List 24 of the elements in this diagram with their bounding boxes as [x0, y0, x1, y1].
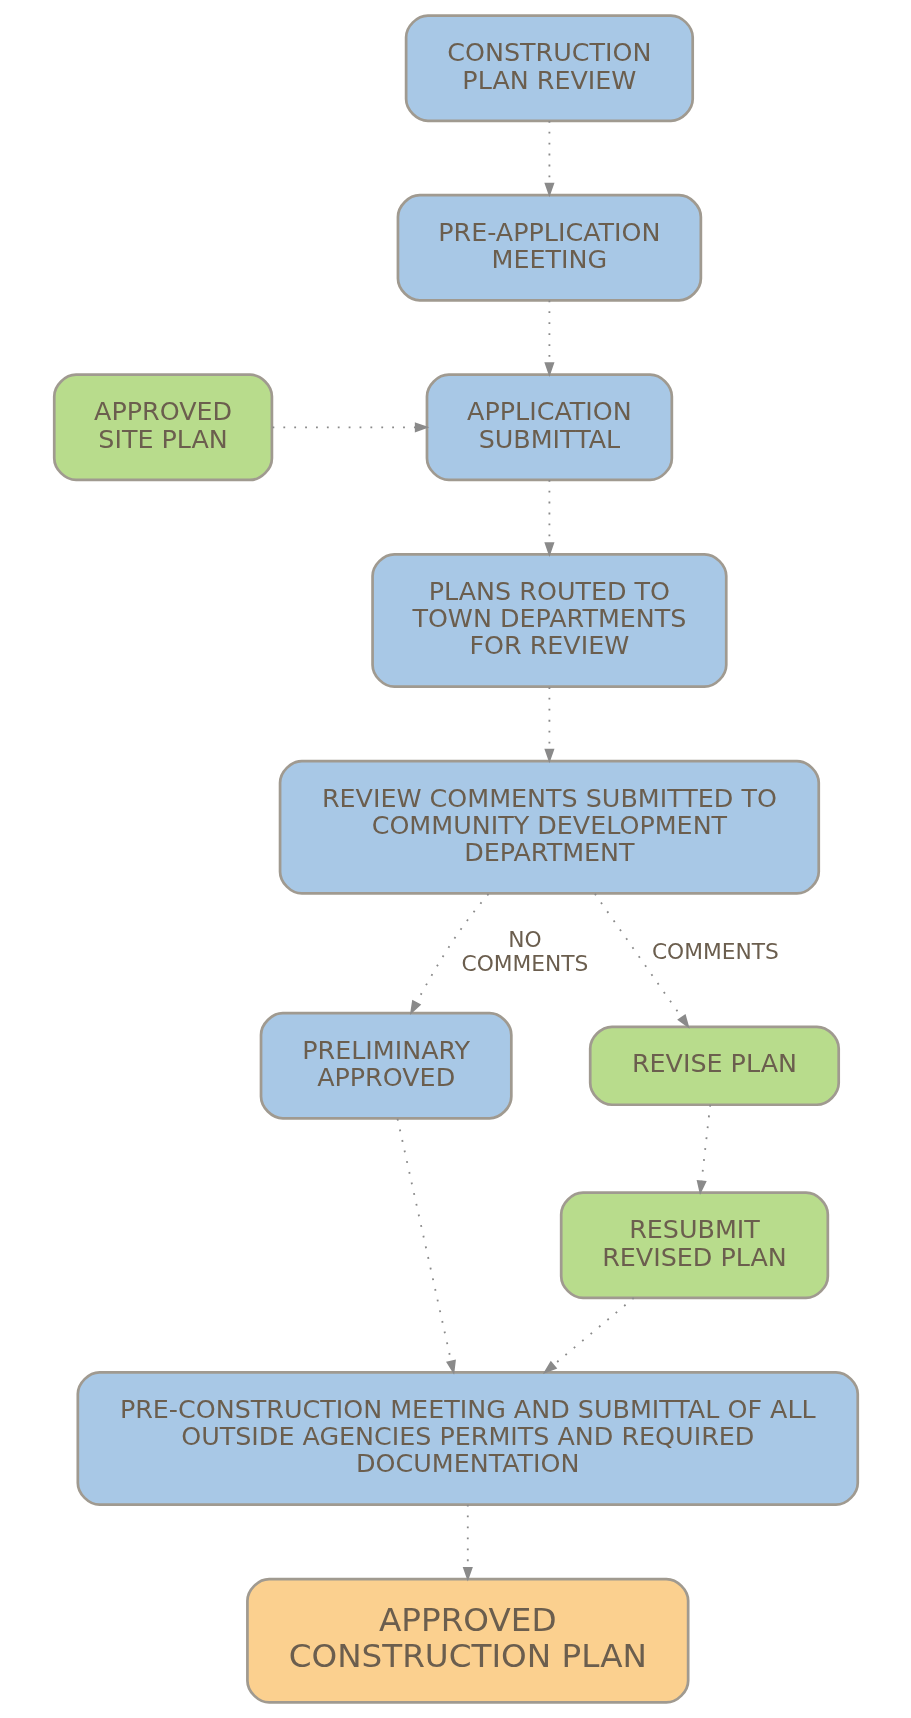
- node-box: APPROVED CONSTRUCTION PLAN: [245, 1577, 689, 1704]
- arrow: [409, 893, 489, 1016]
- node-box: REVISE PLAN: [588, 1025, 840, 1107]
- edge-label: NO COMMENTS: [460, 927, 588, 976]
- arrow: [542, 1297, 635, 1374]
- arrow: [396, 1118, 456, 1375]
- node-box: APPROVED SITE PLAN: [52, 373, 273, 482]
- arrow: [696, 1104, 711, 1195]
- node-box: APPLICATION SUBMITTAL: [425, 373, 673, 482]
- node-box: REVIEW COMMENTS SUBMITTED TO COMMUNITY DEVELOPMENT DEPARTMENT: [278, 759, 820, 895]
- edge-label: COMMENTS: [651, 938, 779, 964]
- node-box: PRE-APPLICATION MEETING: [396, 193, 702, 302]
- node-box: PLANS ROUTED TO TOWN DEPARTMENTS FOR REVIEW: [370, 552, 728, 689]
- arrow: [593, 892, 690, 1029]
- arrow: [543, 686, 554, 764]
- node-box: CONSTRUCTION PLAN REVIEW: [404, 14, 694, 123]
- node-box: RESUBMIT REVISED PLAN: [559, 1191, 829, 1300]
- arrow: [543, 120, 554, 198]
- arrow: [543, 479, 554, 557]
- arrow: [271, 422, 429, 433]
- node-box: PRE-CONSTRUCTION MEETING AND SUBMITTAL OF ALL OUTSIDE AGENCIES PERMITS AND REQUIRED DOCUMENTATION: [75, 1370, 859, 1507]
- arrow: [462, 1503, 473, 1582]
- node-box: PRELIMINARY APPROVED: [259, 1011, 513, 1120]
- arrow: [543, 299, 554, 377]
